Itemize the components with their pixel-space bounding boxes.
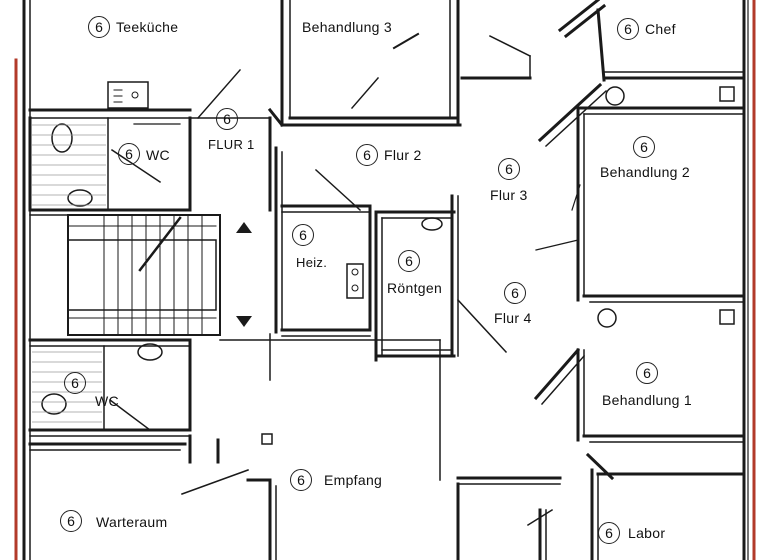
- room-label-behandlung-3: Behandlung 3: [302, 19, 393, 35]
- floor-plan-walls: [14, 0, 756, 560]
- room-label-labor: Labor: [628, 525, 666, 541]
- room-label-wc-lower: WC: [95, 393, 119, 409]
- room-marker-behandlung-1: 6: [636, 362, 658, 384]
- room-label-flur-3: Flur 3: [490, 187, 528, 203]
- room-label-flur-1: FLUR 1: [208, 137, 255, 152]
- room-label-roentgen: Röntgen: [387, 280, 443, 296]
- room-label-teekueche: Teeküche: [116, 19, 179, 35]
- room-marker-flur-4: 6: [504, 282, 526, 304]
- room-marker-empfang: 6: [290, 469, 312, 491]
- room-label-empfang: Empfang: [324, 472, 383, 488]
- room-marker-chef: 6: [617, 18, 639, 40]
- room-label-behandlung-2: Behandlung 2: [600, 164, 691, 180]
- room-marker-behandlung-2: 6: [633, 136, 655, 158]
- room-label-behandlung-1: Behandlung 1: [602, 392, 693, 408]
- tile-hatching: [32, 124, 106, 423]
- room-marker-flur-1: 6: [216, 108, 238, 130]
- room-marker-flur-3: 6: [498, 158, 520, 180]
- room-marker-flur-2: 6: [356, 144, 378, 166]
- room-marker-teekueche: 6: [88, 16, 110, 38]
- room-label-flur-4: Flur 4: [494, 310, 532, 326]
- room-label-wc-upper: WC: [146, 147, 170, 163]
- room-label-warteraum: Warteraum: [96, 514, 168, 530]
- room-marker-wc-lower: 6: [64, 372, 86, 394]
- room-marker-heiz: 6: [292, 224, 314, 246]
- room-label-flur-2: Flur 2: [384, 147, 422, 163]
- room-marker-labor: 6: [598, 522, 620, 544]
- room-marker-roentgen: 6: [398, 250, 420, 272]
- room-label-heiz: Heiz.: [296, 255, 328, 270]
- room-marker-warteraum: 6: [60, 510, 82, 532]
- room-marker-wc-upper: 6: [118, 143, 140, 165]
- room-label-chef: Chef: [645, 21, 676, 37]
